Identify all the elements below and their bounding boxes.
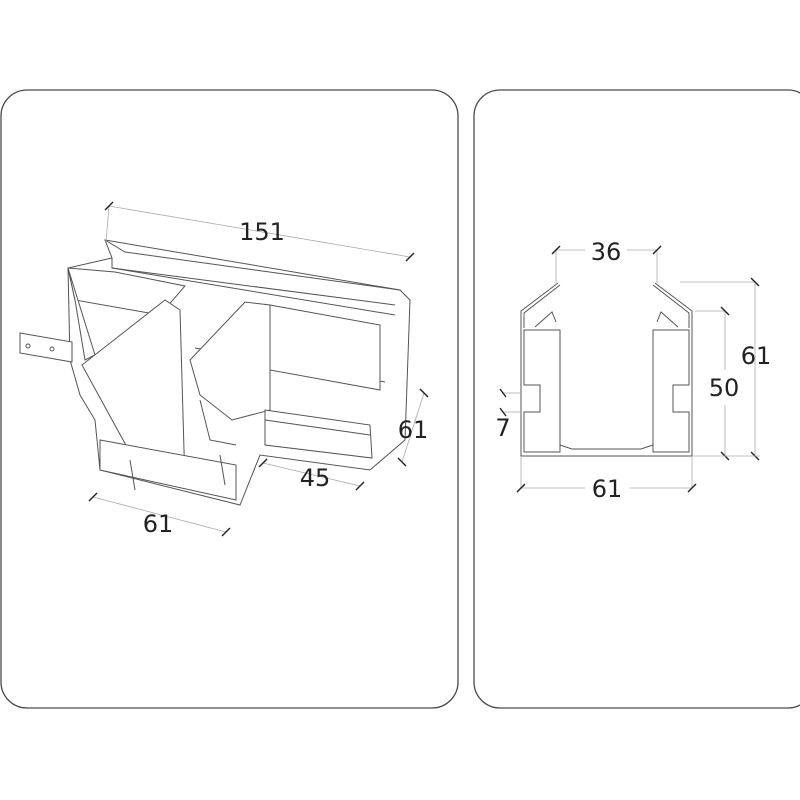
- dim-width-label: 61: [143, 510, 174, 538]
- section-view-panel: [473, 89, 800, 709]
- dim-total-height-label: 61: [741, 342, 772, 370]
- dim-section-width-label: 61: [592, 475, 623, 503]
- dim-slot-label: 7: [495, 414, 510, 442]
- t-connector-isometric: [19, 239, 411, 506]
- dim-inner-height-label: 50: [709, 374, 740, 402]
- dim-branch-label: 45: [300, 464, 331, 492]
- dim-opening-label: 36: [591, 238, 622, 266]
- profile-cross-section: [520, 282, 693, 457]
- dimension-lines-right: [499, 245, 760, 493]
- dimension-lines-left: [88, 201, 429, 537]
- dim-length-label: 151: [239, 218, 285, 246]
- dim-height-label: 61: [398, 416, 429, 444]
